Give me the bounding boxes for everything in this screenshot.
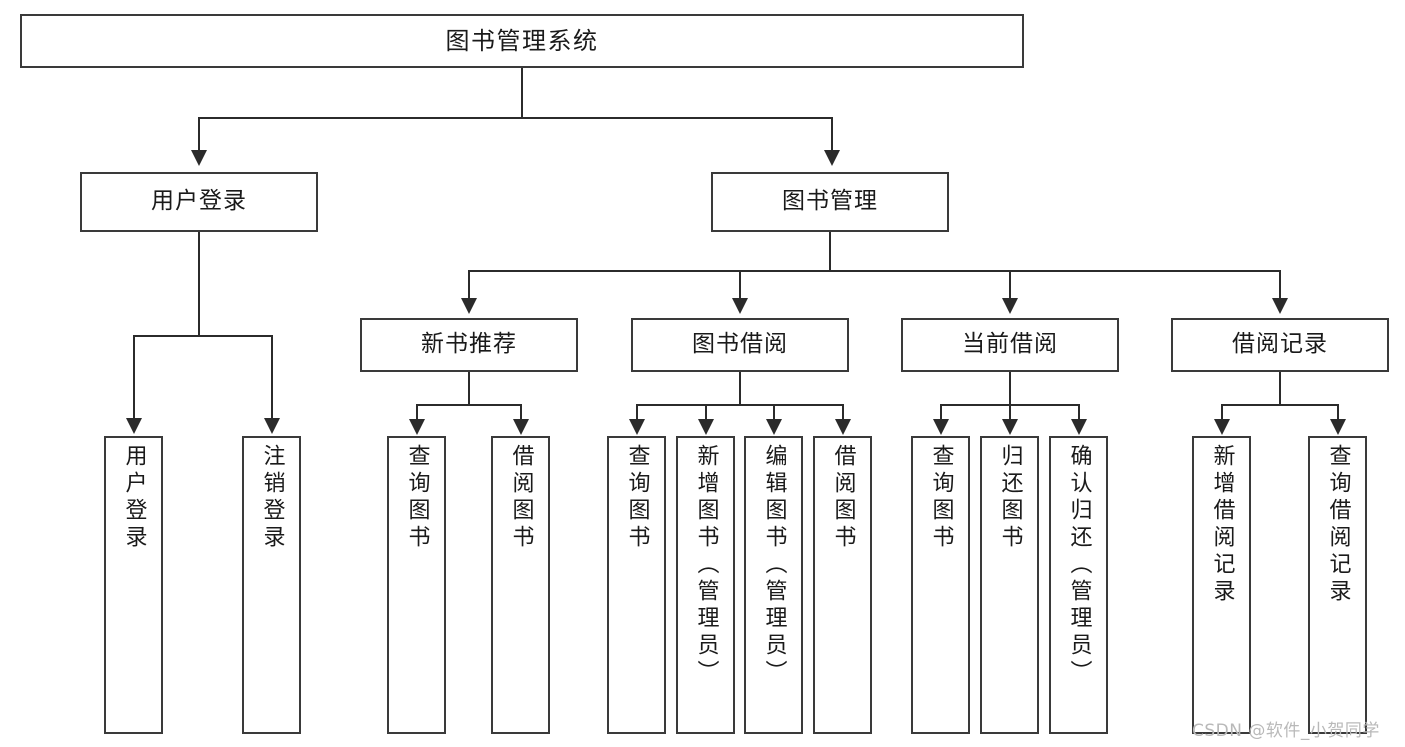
- leaf-label: 查询图书: [624, 444, 650, 552]
- leaf-logout-login[interactable]: 注销登录: [242, 436, 301, 734]
- leaf-query-book-3[interactable]: 查询图书: [911, 436, 970, 734]
- connector-bb-drop-3: [773, 404, 775, 420]
- connector-cb-drop-3: [1078, 404, 1080, 420]
- connector-nbr-drop-2: [520, 404, 522, 420]
- leaf-return-book[interactable]: 归还图书: [980, 436, 1039, 734]
- node-label: 用户登录: [151, 188, 247, 215]
- connector-nbr-bar: [416, 404, 521, 406]
- connector-book-management-bar: [468, 270, 1280, 272]
- leaf-label: 借阅图书: [830, 444, 856, 552]
- leaf-query-book-2[interactable]: 查询图书: [607, 436, 666, 734]
- connector-user-login-bar: [133, 335, 272, 337]
- leaf-label: 借阅图书: [508, 444, 534, 552]
- leaf-label: 编辑图书（管理员）: [761, 444, 787, 687]
- arrowhead-leaf-user-login: [126, 418, 142, 434]
- arrowhead-leaf-query-book-3: [933, 419, 949, 435]
- node-current-borrow[interactable]: 当前借阅: [901, 318, 1119, 372]
- connector-bm-drop-new-book: [468, 270, 470, 300]
- connector-user-login-stem: [198, 232, 200, 336]
- arrowhead-leaf-borrow-book-2: [835, 419, 851, 435]
- connector-br-bar: [1221, 404, 1338, 406]
- connector-book-management-stem: [829, 232, 831, 271]
- leaf-add-record[interactable]: 新增借阅记录: [1192, 436, 1251, 734]
- arrowhead-leaf-return-book: [1002, 419, 1018, 435]
- node-label: 当前借阅: [962, 331, 1058, 358]
- node-label: 新书推荐: [421, 331, 517, 358]
- arrowhead-book-management: [824, 150, 840, 166]
- arrowhead-user-login: [191, 150, 207, 166]
- node-label: 借阅记录: [1232, 331, 1328, 358]
- arrowhead-new-book-recommend: [461, 298, 477, 314]
- connector-br-stem: [1279, 372, 1281, 405]
- arrowhead-leaf-logout-login: [264, 418, 280, 434]
- node-label: 图书管理: [782, 188, 878, 215]
- connector-bb-bar: [636, 404, 843, 406]
- leaf-label: 查询图书: [404, 444, 430, 552]
- connector-user-login-drop-1: [133, 335, 135, 420]
- arrowhead-book-borrow: [732, 298, 748, 314]
- connector-br-drop-2: [1337, 404, 1339, 420]
- arrowhead-leaf-confirm-return: [1071, 419, 1087, 435]
- leaf-query-book-1[interactable]: 查询图书: [387, 436, 446, 734]
- connector-user-login-drop-2: [271, 335, 273, 420]
- leaf-edit-book[interactable]: 编辑图书（管理员）: [744, 436, 803, 734]
- connector-root-drop-user-login: [198, 117, 200, 152]
- connector-bb-drop-4: [842, 404, 844, 420]
- leaf-label: 确认归还（管理员）: [1066, 444, 1092, 687]
- connector-bm-drop-borrow-record: [1279, 270, 1281, 300]
- arrowhead-leaf-add-record: [1214, 419, 1230, 435]
- connector-bb-drop-1: [636, 404, 638, 420]
- leaf-label: 查询图书: [928, 444, 954, 552]
- leaf-user-login[interactable]: 用户登录: [104, 436, 163, 734]
- connector-root-stem: [521, 68, 523, 118]
- node-borrow-record[interactable]: 借阅记录: [1171, 318, 1389, 372]
- connector-root-bar: [198, 117, 833, 119]
- leaf-borrow-book-1[interactable]: 借阅图书: [491, 436, 550, 734]
- leaf-borrow-book-2[interactable]: 借阅图书: [813, 436, 872, 734]
- node-book-management[interactable]: 图书管理: [711, 172, 949, 232]
- node-label: 图书借阅: [692, 331, 788, 358]
- connector-root-drop-book-management: [831, 117, 833, 152]
- node-book-borrow[interactable]: 图书借阅: [631, 318, 849, 372]
- leaf-label: 注销登录: [259, 444, 285, 552]
- leaf-add-book[interactable]: 新增图书（管理员）: [676, 436, 735, 734]
- node-book-management-system[interactable]: 图书管理系统: [20, 14, 1024, 68]
- connector-cb-stem: [1009, 372, 1011, 405]
- connector-bb-stem: [739, 372, 741, 405]
- arrowhead-leaf-query-record: [1330, 419, 1346, 435]
- arrowhead-borrow-record: [1272, 298, 1288, 314]
- leaf-label: 查询借阅记录: [1325, 444, 1351, 606]
- leaf-query-record[interactable]: 查询借阅记录: [1308, 436, 1367, 734]
- connector-cb-drop-1: [940, 404, 942, 420]
- node-new-book-recommend[interactable]: 新书推荐: [360, 318, 578, 372]
- node-label: 图书管理系统: [445, 26, 599, 55]
- leaf-confirm-return[interactable]: 确认归还（管理员）: [1049, 436, 1108, 734]
- connector-bb-drop-2: [705, 404, 707, 420]
- arrowhead-leaf-borrow-book-1: [513, 419, 529, 435]
- leaf-label: 归还图书: [997, 444, 1023, 552]
- connector-bm-drop-current-borrow: [1009, 270, 1011, 300]
- leaf-label: 用户登录: [121, 444, 147, 552]
- arrowhead-leaf-add-book: [698, 419, 714, 435]
- arrowhead-leaf-edit-book: [766, 419, 782, 435]
- connector-br-drop-1: [1221, 404, 1223, 420]
- leaf-label: 新增图书（管理员）: [693, 444, 719, 687]
- arrowhead-leaf-query-book-2: [629, 419, 645, 435]
- connector-cb-drop-2: [1009, 404, 1011, 420]
- leaf-label: 新增借阅记录: [1209, 444, 1235, 606]
- node-user-login[interactable]: 用户登录: [80, 172, 318, 232]
- connector-nbr-drop-1: [416, 404, 418, 420]
- arrowhead-current-borrow: [1002, 298, 1018, 314]
- arrowhead-leaf-query-book-1: [409, 419, 425, 435]
- connector-nbr-stem: [468, 372, 470, 405]
- connector-bm-drop-book-borrow: [739, 270, 741, 300]
- csdn-watermark: CSDN @软件_小贺同学: [1192, 721, 1380, 741]
